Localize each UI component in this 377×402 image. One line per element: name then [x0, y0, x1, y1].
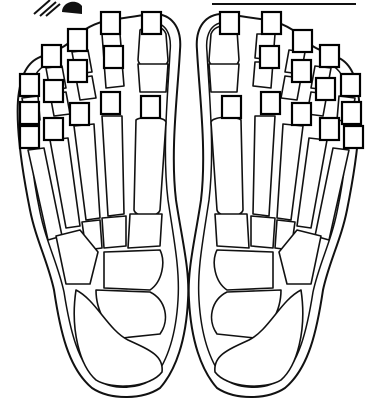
mtp-checkbox-second[interactable] [101, 92, 120, 114]
toe-checkbox-great-distal[interactable] [220, 12, 239, 34]
toe-checkbox-fifth-middle[interactable] [20, 102, 39, 124]
toe-checkbox-second-distal[interactable] [101, 12, 120, 34]
toe-checkbox-fourth-middle[interactable] [316, 78, 335, 100]
tarsal-bone [251, 216, 275, 248]
toe-checkbox-third-middle[interactable] [292, 60, 311, 82]
toe-checkbox-fourth-distal[interactable] [320, 45, 339, 67]
tarsal-bone [104, 250, 163, 290]
metatarsal-bone [253, 116, 275, 216]
scribble-mark [34, 0, 82, 16]
toe-checkbox-third-distal[interactable] [293, 30, 312, 52]
mtp-checkbox-fifth[interactable] [20, 126, 39, 148]
mtp-checkbox-third[interactable] [70, 103, 89, 125]
toe-checkbox-second-middle[interactable] [260, 46, 279, 68]
toe-checkbox-second-middle[interactable] [104, 46, 123, 68]
right-foot-skeleton [18, 14, 189, 397]
toe-checkbox-second-distal[interactable] [262, 12, 281, 34]
mtp-checkbox-fourth[interactable] [320, 118, 339, 140]
tarsal-bone [214, 250, 273, 290]
toe-checkbox-fifth-distal[interactable] [341, 74, 360, 96]
toe-checkbox-third-middle[interactable] [68, 60, 87, 82]
toe-checkbox-great-distal[interactable] [142, 12, 161, 34]
mtp-checkbox-great[interactable] [141, 96, 160, 118]
tarsal-bone [102, 216, 126, 248]
metatarsal-bone [211, 117, 243, 216]
toe-checkbox-fifth-middle[interactable] [342, 102, 361, 124]
toe-checkbox-fourth-distal[interactable] [42, 45, 61, 67]
mtp-checkbox-fourth[interactable] [44, 118, 63, 140]
toe-bone [138, 64, 168, 92]
toe-checkbox-third-distal[interactable] [68, 29, 87, 51]
left-foot-skeleton [189, 14, 360, 397]
tarsal-bone [128, 214, 162, 248]
metatarsal-bone [102, 116, 124, 216]
toe-checkbox-fifth-distal[interactable] [20, 74, 39, 96]
metatarsal-bone [134, 117, 166, 216]
toe-checkbox-fourth-middle[interactable] [44, 80, 63, 102]
mtp-checkbox-fifth[interactable] [344, 126, 363, 148]
mtp-checkbox-second[interactable] [261, 92, 280, 114]
mtp-checkbox-great[interactable] [222, 96, 241, 118]
mtp-checkbox-third[interactable] [292, 103, 311, 125]
tarsal-bone [215, 214, 249, 248]
toe-bone [209, 64, 239, 92]
